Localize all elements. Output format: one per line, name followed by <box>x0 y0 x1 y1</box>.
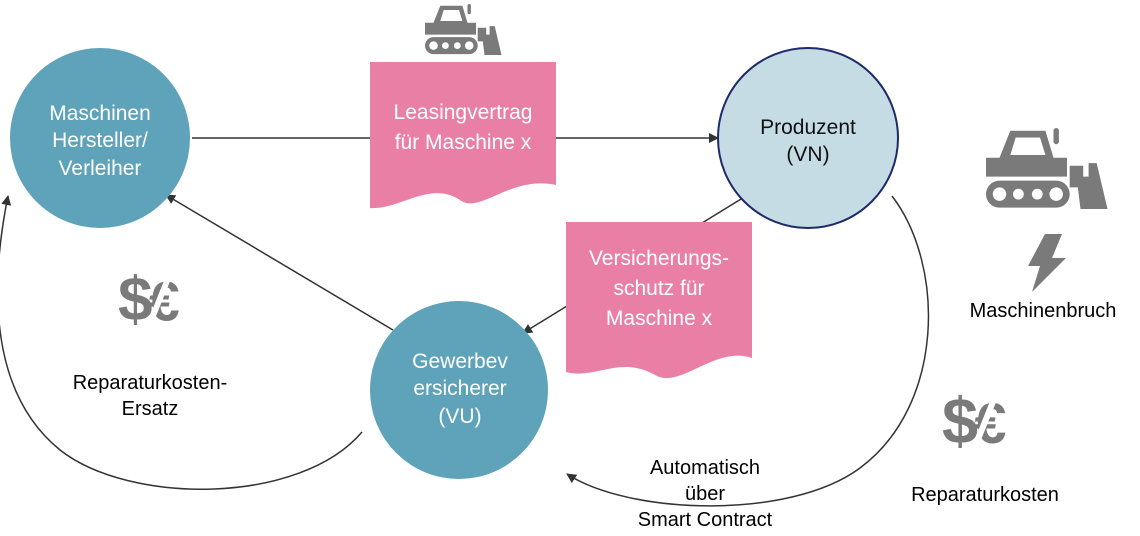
doc-versicherung <box>566 222 752 379</box>
automatisch-label: Automatisch über Smart Contract <box>637 457 773 531</box>
doc-leasing <box>370 62 556 209</box>
node-hersteller <box>10 48 190 228</box>
doc-versicherung-label: Versicherungs- schutz für Maschine x <box>588 247 730 330</box>
doc-leasing-label: Leasingvertrag für Maschine x <box>393 101 533 154</box>
maschinenbruch-label: Maschinenbruch <box>969 300 1117 322</box>
reparaturkosten-label: Reparaturkosten <box>911 484 1059 506</box>
curve-produzent-to-versicherer <box>566 195 930 507</box>
bulldozer-icon <box>986 128 1108 209</box>
dollar-euro-icon <box>942 384 1006 457</box>
node-produzent-label: Produzent (VN) <box>760 116 856 167</box>
curve-versicherer-to-hersteller <box>0 195 363 490</box>
bulldozer-icon <box>425 4 502 55</box>
dollar-euro-icon <box>118 265 180 334</box>
lightning-icon <box>1028 234 1066 292</box>
node-hersteller-label: Maschinen Hersteller/ Verleiher <box>49 102 151 180</box>
reparatur-ersatz-label: Reparaturkosten- Ersatz <box>72 372 228 420</box>
node-versicherer-label: Gewerbev ersicherer (VU) <box>412 350 508 428</box>
node-produzent <box>717 47 899 229</box>
node-versicherer <box>370 301 548 479</box>
arrow-versicherer-to-hersteller <box>165 194 394 331</box>
